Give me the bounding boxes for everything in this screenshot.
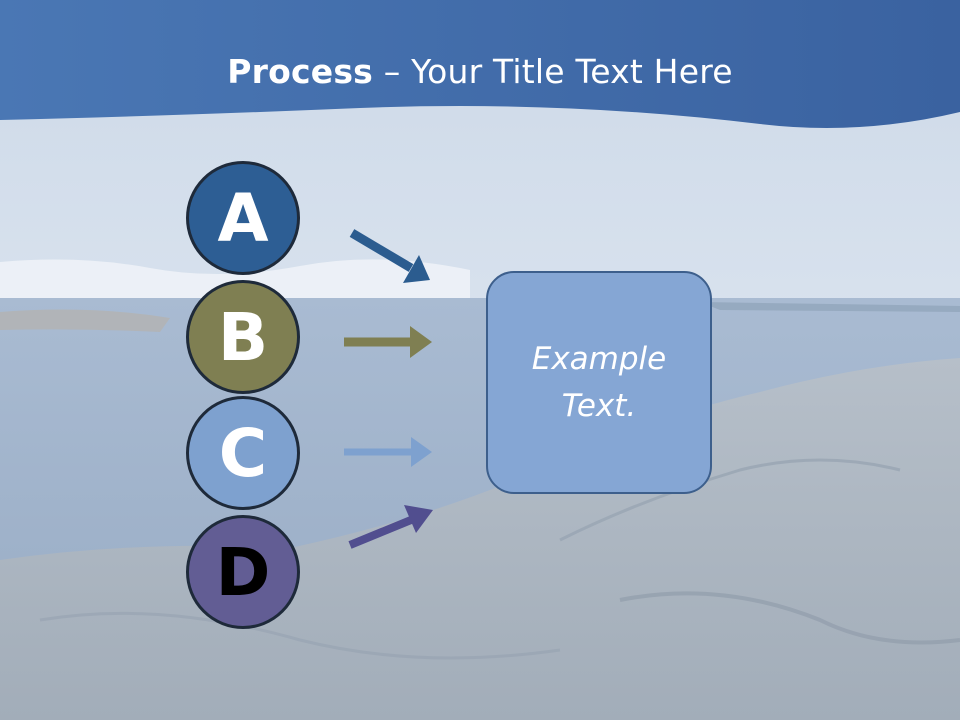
step-circle-d: D [186,515,300,629]
title-rest: – Your Title Text Here [373,52,733,91]
title-bold: Process [227,52,374,91]
step-letter-c: C [218,414,268,492]
step-circle-c: C [186,396,300,510]
example-text-box: Example Text. [486,271,712,494]
box-text: Example Text. [531,341,667,424]
step-letter-d: D [215,533,271,611]
step-circle-a: A [186,161,300,275]
step-circle-b: B [186,280,300,394]
slide-title: Process – Your Title Text Here [0,52,960,91]
step-letter-a: A [217,179,269,257]
step-letter-b: B [217,298,269,376]
